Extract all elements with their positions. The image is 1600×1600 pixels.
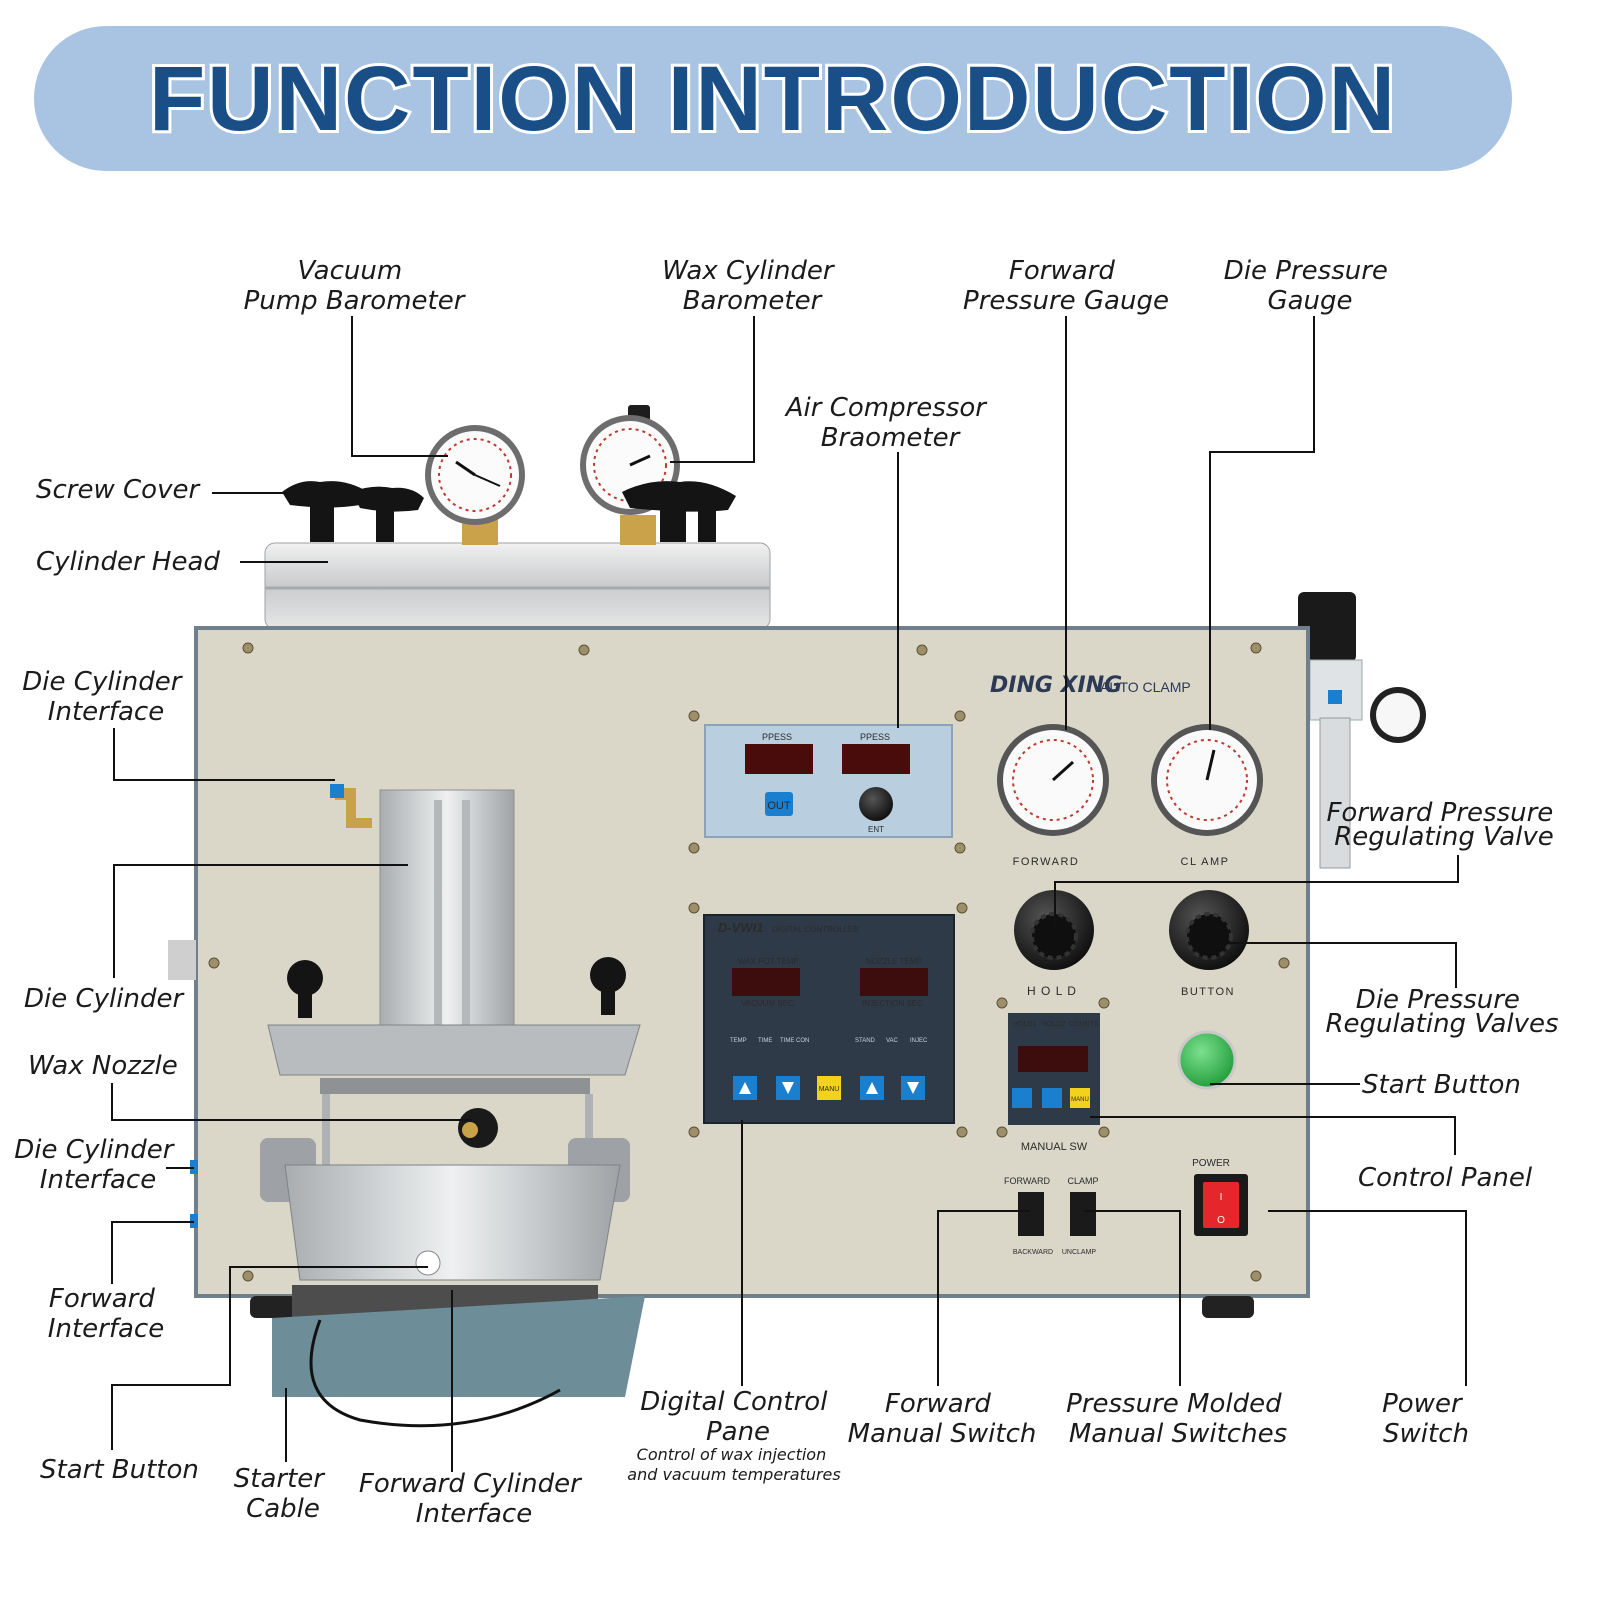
labels: Vacuum Pump Barometer Wax Cylinder Barom… (14, 256, 1561, 1529)
svg-text:BACKWARD: BACKWARD (1013, 1249, 1053, 1256)
clamp-gauge-label: CL AMP (1181, 856, 1230, 868)
svg-text:O: O (1217, 1215, 1225, 1226)
svg-text:PPESS: PPESS (860, 732, 890, 742)
digital-controller-panel: D-VWI1 DIGITAL CONTROLLER WAX POT TEMP. … (703, 914, 955, 1124)
svg-text:VACUUM SEC.: VACUUM SEC. (741, 999, 796, 1008)
label-start-button-right: Start Button (1362, 1070, 1521, 1100)
label-die-pressure-regulating-valves: Die Pressure Regulating Valves (1325, 985, 1558, 1039)
title-banner-text: FUNCTION INTRODUCTION (149, 48, 1397, 150)
air-compressor-regulator-icon (1298, 592, 1426, 869)
label-forward-cylinder-interface: Forward Cylinder Interface (359, 1469, 589, 1529)
svg-text:POWER: POWER (1192, 1158, 1230, 1169)
title-banner (34, 26, 1512, 171)
svg-text:MANU: MANU (819, 1086, 840, 1093)
button-label: BUTTON (1181, 986, 1235, 998)
air-pressure-display-panel: PPESS PPESS OUT ENT (704, 724, 953, 838)
svg-text:WAX POT TEMP.: WAX POT TEMP. (738, 957, 800, 966)
svg-text:PPESS: PPESS (762, 732, 792, 742)
machine-illustration: DING XING AUTO CLAMP PPESS PPESS OUT ENT… (168, 405, 1426, 1428)
label-digital-control-pane-note: Control of wax injection and vacuum temp… (627, 1445, 840, 1484)
label-pressure-molded-manual-switches: Pressure Molded Manual Switches (1066, 1389, 1290, 1449)
svg-text:D-VWI1: D-VWI1 (718, 920, 764, 935)
brand-logo: DING XING (990, 673, 1122, 698)
label-forward-interface: Forward Interface (48, 1284, 164, 1344)
svg-text:DIGITAL CONTROLLER: DIGITAL CONTROLLER (772, 925, 859, 934)
manual-sw-label: MANUAL SW (1021, 1141, 1088, 1153)
out-button-label: OUT (767, 800, 791, 812)
label-forward-manual-switch: Forward Manual Switch (848, 1389, 1037, 1449)
label-forward-pressure-gauge: Forward Pressure Gauge (963, 256, 1169, 316)
svg-text:CLAMP: CLAMP (1067, 1176, 1098, 1186)
label-die-cylinder: Die Cylinder (24, 984, 185, 1014)
clamp-pressure-gauge-icon: CL AMP (1151, 724, 1263, 868)
label-wax-nozzle: Wax Nozzle (28, 1051, 178, 1081)
brand-subtitle: AUTO CLAMP (1100, 679, 1191, 695)
svg-text:HOLD2: HOLD2 (1042, 1021, 1065, 1028)
svg-text:TIME CON: TIME CON (780, 1038, 809, 1044)
label-start-button-left: Start Button (40, 1455, 199, 1485)
svg-text:I: I (1220, 1192, 1223, 1203)
svg-text:NOZZLE TEMP.: NOZZLE TEMP. (866, 957, 923, 966)
svg-text:HOLD1: HOLD1 (1013, 1021, 1036, 1028)
die-cylinder-assembly (168, 784, 645, 1428)
forward-pressure-gauge-icon: FORWARD (997, 724, 1109, 868)
hold-label: H O L D (1027, 984, 1077, 998)
label-screw-cover: Screw Cover (36, 475, 201, 505)
svg-text:INJEC: INJEC (910, 1038, 928, 1044)
svg-text:TIME: TIME (758, 1038, 772, 1044)
vacuum-pump-gauge-icon (425, 425, 525, 545)
power-switch-icon: POWER I O (1192, 1158, 1248, 1236)
label-air-compressor-barometer: Air Compressor Braometer (784, 393, 995, 453)
forward-gauge-label: FORWARD (1013, 856, 1080, 868)
label-control-panel: Control Panel (1358, 1163, 1533, 1193)
ent-knob-icon (859, 787, 893, 821)
button-regulating-knob-icon: BUTTON (1169, 890, 1249, 998)
label-wax-cylinder-barometer: Wax Cylinder Barometer (662, 256, 842, 316)
label-digital-control-pane: Digital Control Pane (640, 1387, 835, 1447)
manual-switches: FORWARD CLAMP BACKWARD UNCLAMP (1004, 1176, 1099, 1256)
label-forward-pressure-regulating-valve: Forward Pressure Regulating Valve (1326, 798, 1561, 852)
svg-text:TEMP: TEMP (730, 1038, 747, 1044)
svg-text:STAND: STAND (855, 1038, 876, 1044)
leader-lines (111, 316, 1467, 1472)
svg-text:INJECTION SEC.: INJECTION SEC. (862, 999, 925, 1008)
hold-counter-panel: HOLD1 HOLD2 COUNTS MANU MANUAL SW (1008, 1013, 1100, 1153)
label-die-cylinder-interface-top: Die Cylinder Interface (22, 667, 189, 727)
svg-text:COUNTS: COUNTS (1069, 1021, 1099, 1028)
label-cylinder-head: Cylinder Head (36, 547, 220, 577)
svg-text:FORWARD: FORWARD (1004, 1176, 1050, 1186)
svg-text:VAC: VAC (886, 1038, 899, 1044)
label-die-pressure-gauge: Die Pressure Gauge (1224, 256, 1396, 316)
label-starter-cable: Starter Cable (234, 1464, 332, 1524)
label-vacuum-pump-barometer: Vacuum Pump Barometer (244, 256, 467, 316)
label-die-cylinder-interface-left: Die Cylinder Interface (14, 1135, 181, 1195)
start-button-icon (1177, 1030, 1237, 1090)
controller-manu-button (817, 1076, 841, 1100)
screw-cover-knob-icon (282, 481, 736, 542)
svg-text:UNCLAMP: UNCLAMP (1062, 1249, 1097, 1256)
cylinder-head (264, 542, 771, 630)
svg-text:ENT: ENT (868, 825, 884, 834)
label-power-switch: Power Switch (1382, 1389, 1470, 1449)
svg-text:MANU: MANU (1071, 1097, 1089, 1103)
